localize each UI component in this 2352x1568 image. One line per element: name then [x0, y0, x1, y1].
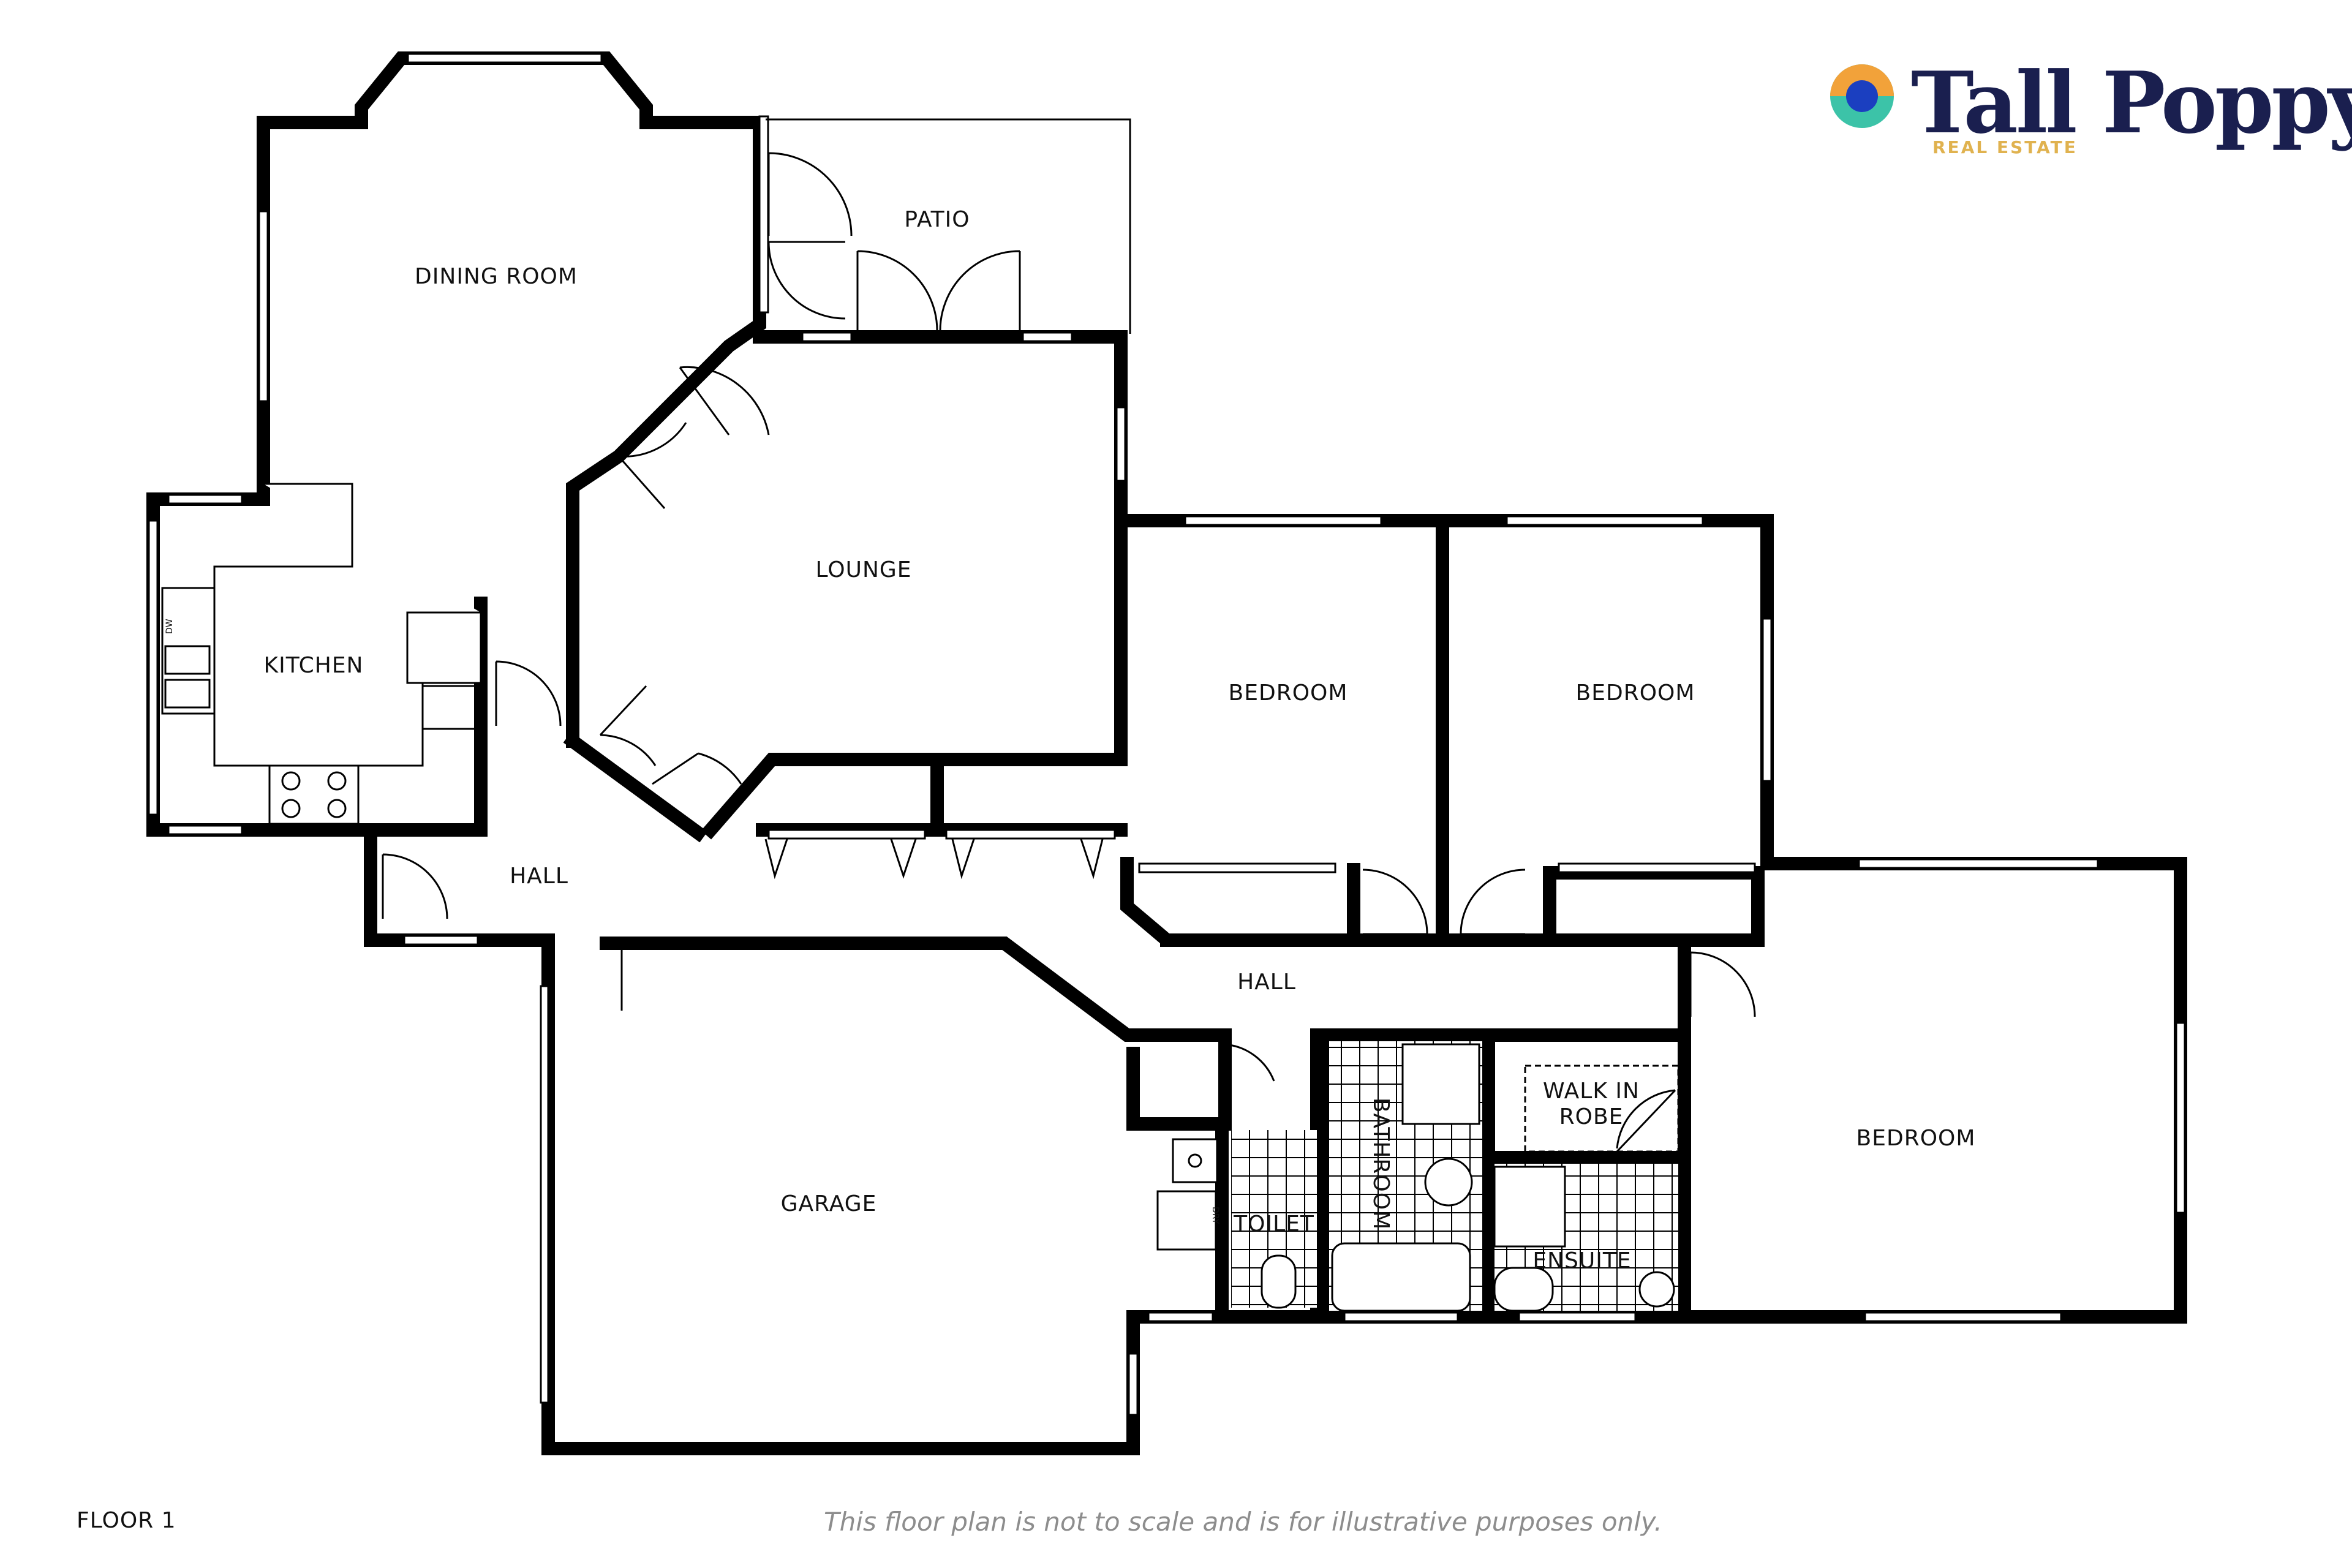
garage-door — [540, 985, 549, 1404]
bedroom-1-walls — [1120, 514, 1449, 947]
garage-window-east — [1128, 1352, 1139, 1416]
toilet-label: TOILET — [1233, 1212, 1314, 1237]
bedroom1-window — [1184, 515, 1382, 526]
bedroom2-door — [1460, 869, 1526, 935]
bedroom1-robe-track — [1138, 862, 1336, 873]
garage-window-ne — [1147, 1311, 1214, 1322]
burner-icon — [327, 771, 347, 791]
kitchen-window-south — [167, 824, 243, 835]
master-window-south — [1864, 1311, 2062, 1322]
patio-edge — [758, 115, 769, 314]
burner-icon — [327, 799, 347, 818]
lounge-door-2 — [617, 422, 687, 509]
wardrobe-track-1 — [767, 829, 926, 840]
patio-outline — [766, 118, 1131, 334]
ensuite-shower — [1493, 1166, 1566, 1248]
patio-door-swing — [767, 152, 853, 236]
bedroom1-door — [1362, 869, 1428, 935]
lounge-window-1 — [801, 331, 853, 342]
master-door — [1689, 951, 1756, 1017]
doors — [382, 152, 1756, 1235]
cooktop — [268, 764, 360, 825]
patio-door-swing-2 — [767, 241, 846, 320]
brand-logo: Tall Poppy REAL ESTATE — [1828, 53, 2352, 164]
toilet-door — [1224, 1043, 1275, 1102]
bathroom-basin — [1424, 1158, 1473, 1207]
ensuite-label: ENSUITE — [1532, 1248, 1631, 1273]
bathroom-window — [1343, 1311, 1459, 1322]
lounge-door-4 — [652, 752, 742, 785]
patio-label: PATIO — [904, 207, 970, 232]
bedroom-2-closet — [1436, 866, 1765, 947]
wardrobe-doors — [764, 839, 1104, 880]
burner-icon — [281, 799, 301, 818]
master-window-north — [1858, 858, 2099, 869]
burner-icon — [281, 771, 301, 791]
room-labels: DINING ROOM PATIO LOUNGE KITCHEN BEDROOM… — [264, 207, 1976, 1273]
lounge-label: LOUNGE — [815, 557, 911, 582]
kitchen-sink — [164, 645, 211, 675]
dryer — [1156, 1190, 1217, 1251]
master-window-east — [2175, 1022, 2186, 1214]
walk-in-label: WALK IN — [1543, 1079, 1640, 1104]
garage-fixtures: DRY — [1156, 1138, 1220, 1251]
bedroom2-window-east — [1762, 617, 1773, 782]
hall-window — [403, 935, 479, 946]
hall-east-label: HALL — [1237, 970, 1296, 995]
windows — [148, 53, 2186, 1416]
kitchen-window-west — [148, 519, 159, 816]
bathroom-label: BATHROOM — [1368, 1098, 1393, 1230]
bathtub — [1331, 1242, 1471, 1312]
brand-name: Tall Poppy — [1911, 53, 2352, 153]
lounge-west-diagonal — [563, 731, 708, 843]
ensuite-window — [1518, 1311, 1637, 1322]
kitchen-label: KITCHEN — [264, 653, 364, 678]
bedroom2-robe-track — [1558, 862, 1756, 873]
bedroom-1-label: BEDROOM — [1229, 680, 1348, 706]
dining-window-west — [258, 210, 269, 402]
kitchen-sink-2 — [164, 679, 211, 709]
bedroom-3-label: BEDROOM — [1856, 1126, 1976, 1151]
dining-window-top — [407, 53, 603, 64]
bedroom2-window-north — [1506, 515, 1704, 526]
french-door-right — [939, 250, 1021, 331]
kitchen-fixtures: DW — [161, 483, 482, 825]
fridge-space — [406, 611, 482, 684]
brand-subtitle: REAL ESTATE — [1932, 137, 2078, 157]
lounge-door-3 — [599, 685, 657, 766]
ensuite-basin — [1638, 1271, 1675, 1308]
poppy-logo-icon — [1830, 64, 1894, 128]
dining-room-label: DINING ROOM — [415, 264, 578, 289]
garage-north-wall — [600, 937, 1232, 1131]
dining-room-walls — [257, 51, 766, 748]
disclaimer-note: This floor plan is not to scale and is f… — [824, 1507, 1662, 1537]
floor-label: FLOOR 1 — [77, 1508, 176, 1533]
french-door-left — [856, 250, 938, 331]
garage-entry-door — [620, 937, 687, 1011]
lounge-door-1 — [679, 366, 770, 435]
ensuite-toilet — [1493, 1267, 1554, 1312]
robe-label: ROBE — [1559, 1104, 1624, 1129]
hall-west-walls — [364, 823, 555, 947]
wet-area-fixtures — [1231, 1041, 1679, 1312]
tub-drain-icon — [1188, 1153, 1202, 1168]
kitchen-window-north — [167, 494, 243, 505]
lounge-window-2 — [1022, 331, 1073, 342]
dishwasher-label: DW — [165, 619, 175, 634]
wardrobe-track-2 — [945, 829, 1116, 840]
bedroom-1-closet — [1120, 857, 1360, 947]
lounge-walls — [701, 330, 1128, 840]
dryer-label: DRY — [1210, 1207, 1220, 1224]
shower — [1401, 1043, 1480, 1125]
toilet-pan — [1261, 1254, 1297, 1309]
lounge-window-east — [1115, 406, 1126, 482]
bedroom-2-label: BEDROOM — [1576, 680, 1695, 706]
garage-label: GARAGE — [781, 1191, 877, 1216]
robe-door — [1616, 1089, 1676, 1153]
kitchen-door — [495, 660, 562, 726]
robe-shelves — [1524, 1065, 1679, 1153]
hall-west-door — [382, 853, 448, 919]
hall-west-label: HALL — [510, 864, 568, 889]
